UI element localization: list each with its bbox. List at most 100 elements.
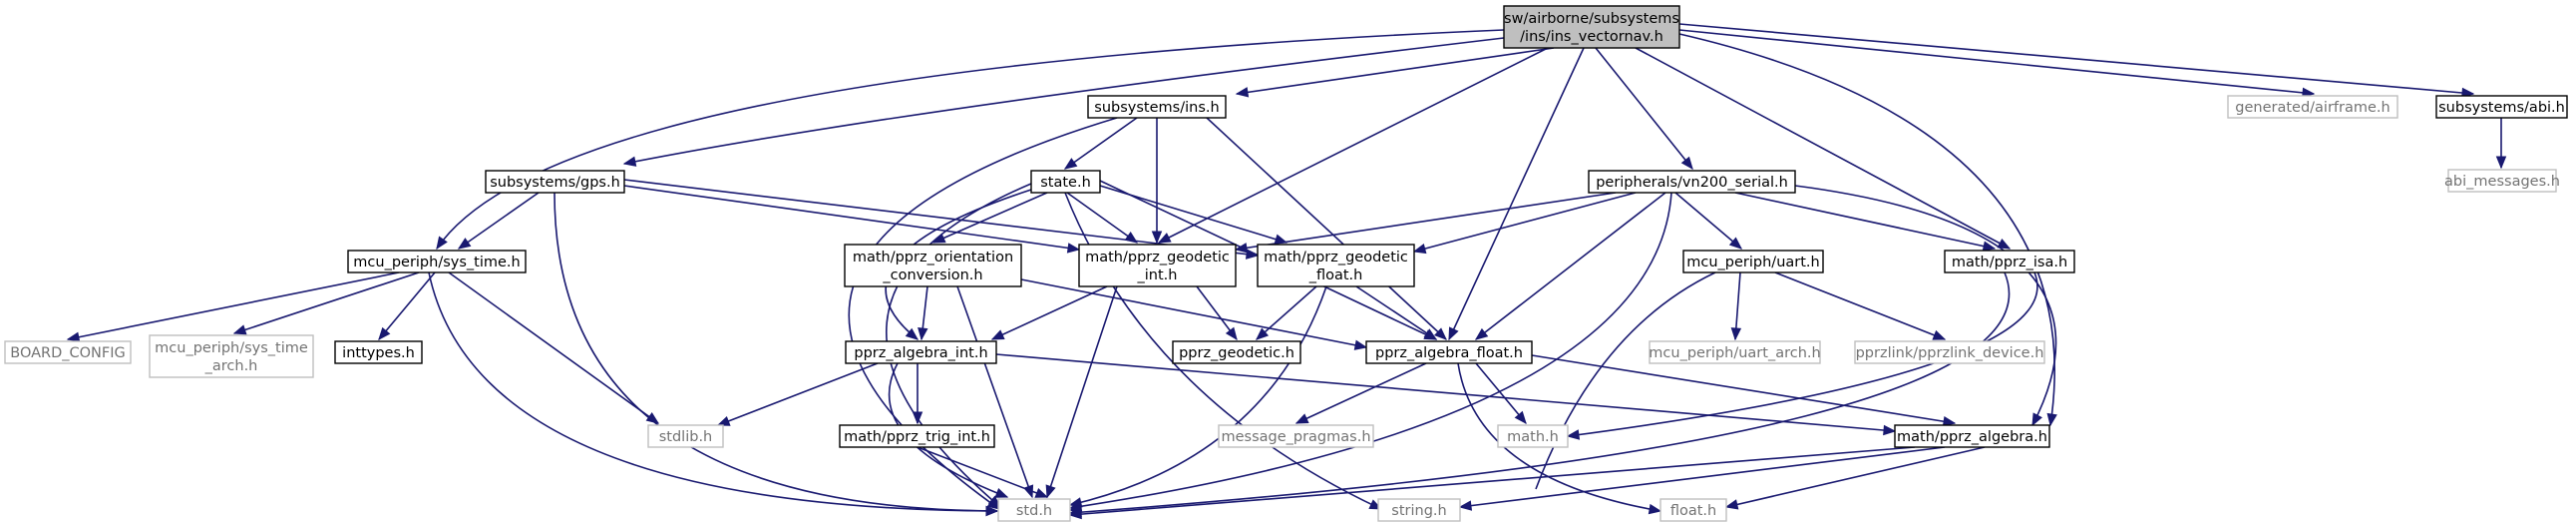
node-label: sw/airborne/subsystems — [1504, 11, 1679, 27]
arrowhead-vn200-to-alg_float — [1474, 327, 1489, 340]
node-box — [1087, 95, 1227, 119]
node-uart[interactable]: mcu_periph/uart.h — [1682, 250, 1824, 273]
node-box — [997, 498, 1071, 522]
node-label: math/pprz_geodetic — [1085, 250, 1230, 265]
node-box — [485, 170, 625, 194]
edge-algebra-to-string — [1459, 446, 1946, 508]
arrowhead-ins_vectornav-to-vn200 — [1680, 156, 1693, 171]
node-label: math/pprz_orientation — [853, 250, 1013, 265]
edge-gps-to-geo_int — [623, 185, 1080, 251]
arrowhead-alg_int-to-trig_int — [912, 411, 923, 425]
node-alg-int[interactable]: pprz_algebra_int.h — [845, 340, 997, 364]
arrowhead-alg_int-to-std — [994, 487, 1009, 498]
edge-geo_int-to-std — [1046, 285, 1118, 498]
arrowhead-sys_time-to-board — [66, 331, 81, 342]
node-box — [4, 340, 132, 364]
edge-state-to-std — [886, 183, 1032, 508]
arrowhead-vn200-to-algebra — [2031, 412, 2042, 427]
edge-sys_time-to-inttypes — [378, 271, 436, 340]
node-box — [1365, 340, 1533, 364]
arrowhead-isa-to-math — [1566, 429, 1581, 440]
node-abi[interactable]: subsystems/abi.h — [2435, 95, 2568, 119]
edge-sys_time-to-stdlib — [448, 271, 659, 424]
node-label: math/pprz_trig_int.h — [844, 429, 990, 445]
edge-alg_int-to-algebra — [995, 353, 1896, 432]
node-float: float.h — [1659, 498, 1727, 522]
node-abi-msg: abi_messages.h — [2444, 169, 2560, 193]
node-box — [1503, 5, 1680, 49]
node-alg-float[interactable]: pprz_algebra_float.h — [1365, 340, 1533, 364]
node-trig-int[interactable]: math/pprz_trig_int.h — [839, 424, 995, 448]
node-label: math/pprz_isa.h — [1952, 255, 2067, 270]
node-label: pprz_geodetic.h — [1179, 345, 1294, 361]
node-box — [1944, 250, 2075, 273]
node-box — [149, 334, 314, 378]
node-label: mcu_periph/uart_arch.h — [1649, 345, 1820, 361]
edge-vn200-to-uart — [1674, 192, 1742, 250]
node-algebra[interactable]: math/pprz_algebra.h — [1894, 424, 2050, 448]
node-orient[interactable]: math/pprz_orientation _conversion.h — [844, 244, 1022, 287]
node-box — [2435, 95, 2568, 119]
node-box — [1218, 424, 1374, 448]
edge-ins_vectornav-to-abi — [1678, 23, 2474, 95]
node-ins-vectornav[interactable]: sw/airborne/subsystems/ins/ins_vectornav… — [1503, 5, 1680, 49]
edge-vn200-to-alg_float — [1475, 192, 1666, 340]
arrowhead-orient-to-alg_float — [1353, 339, 1368, 350]
edge-state-to-geo_int — [1066, 192, 1138, 244]
arrowhead-state-to-alg_int — [905, 327, 920, 340]
arrowhead-state-to-geo_int — [1124, 232, 1139, 244]
edge-vn200-to-isa — [1734, 192, 1996, 250]
edge-alg_float-to-math — [1475, 362, 1527, 424]
node-gps[interactable]: subsystems/gps.h — [485, 170, 625, 194]
node-sys-time[interactable]: mcu_periph/sys_time.h — [347, 250, 527, 273]
node-label: subsystems/ins.h — [1094, 100, 1219, 116]
edge-sys_time-to-sys_time_arch — [233, 271, 420, 334]
edge-orient-to-std — [956, 285, 1033, 498]
arrowhead-sys_time-to-stdlib — [645, 412, 660, 424]
node-box — [1377, 498, 1461, 522]
edge-state-to-orient — [932, 192, 1048, 244]
node-label: math/pprz_algebra.h — [1897, 429, 2047, 445]
node-label: /ins/ins_vectornav.h — [1520, 29, 1663, 45]
node-geo-float[interactable]: math/pprz_geodetic_float.h — [1257, 244, 1415, 287]
node-string: string.h — [1377, 498, 1461, 522]
node-label: message_pragmas.h — [1221, 429, 1370, 445]
edge-vn200-to-std — [1069, 192, 1672, 509]
node-isa[interactable]: math/pprz_isa.h — [1944, 250, 2075, 273]
node-label: mcu_periph/uart.h — [1686, 255, 1819, 270]
node-math: math.h — [1497, 424, 1569, 448]
edge-alg_float-to-msg_pragmas — [1295, 362, 1427, 424]
arrowhead-sys_time-to-sys_time_arch — [232, 324, 247, 335]
node-label: string.h — [1391, 503, 1446, 519]
node-geo-int[interactable]: math/pprz_geodetic _int.h — [1078, 244, 1237, 287]
node-label: _int.h — [1137, 267, 1178, 283]
node-state[interactable]: state.h — [1030, 170, 1101, 194]
edge-ins_vectornav-to-isa — [1635, 47, 2011, 250]
edge-ins_vectornav-to-geo_int — [1158, 47, 1549, 244]
node-pprzlink: pprzlink/pprzlink_device.h — [1854, 340, 2045, 364]
node-pprz-geodetic[interactable]: pprz_geodetic.h — [1172, 340, 1301, 364]
node-box — [2447, 169, 2557, 193]
arrowhead-ins-to-state — [1063, 158, 1078, 170]
node-label: pprz_algebra_int.h — [854, 345, 987, 361]
arrowhead-vn200-to-isa — [1982, 241, 1997, 252]
arrowhead-uart-to-uart_arch — [1730, 327, 1742, 341]
edge-ins-to-state — [1064, 117, 1138, 170]
arrowhead-alg_float-to-math — [1514, 410, 1527, 425]
arrowhead-ins-to-alg_float — [1433, 327, 1447, 340]
node-label: _conversion.h — [882, 267, 982, 283]
node-box — [347, 250, 527, 273]
arrowhead-state-to-std — [987, 495, 1002, 508]
node-label: subsystems/abi.h — [2438, 100, 2565, 116]
edge-vn200-to-geo_float — [1413, 192, 1637, 253]
node-inttypes[interactable]: inttypes.h — [334, 340, 423, 364]
node-box — [2227, 95, 2398, 119]
node-ins[interactable]: subsystems/ins.h — [1087, 95, 1227, 119]
node-std: std.h — [997, 498, 1071, 522]
node-vn200[interactable]: peripherals/vn200_serial.h — [1588, 170, 1796, 194]
arrowhead-abi-to-abi_msg — [2495, 156, 2507, 170]
node-label: mcu_periph/sys_time — [155, 340, 308, 356]
node-label: state.h — [1040, 175, 1091, 191]
node-label: mcu_periph/sys_time.h — [353, 255, 520, 270]
node-label: generated/airframe.h — [2235, 100, 2390, 116]
